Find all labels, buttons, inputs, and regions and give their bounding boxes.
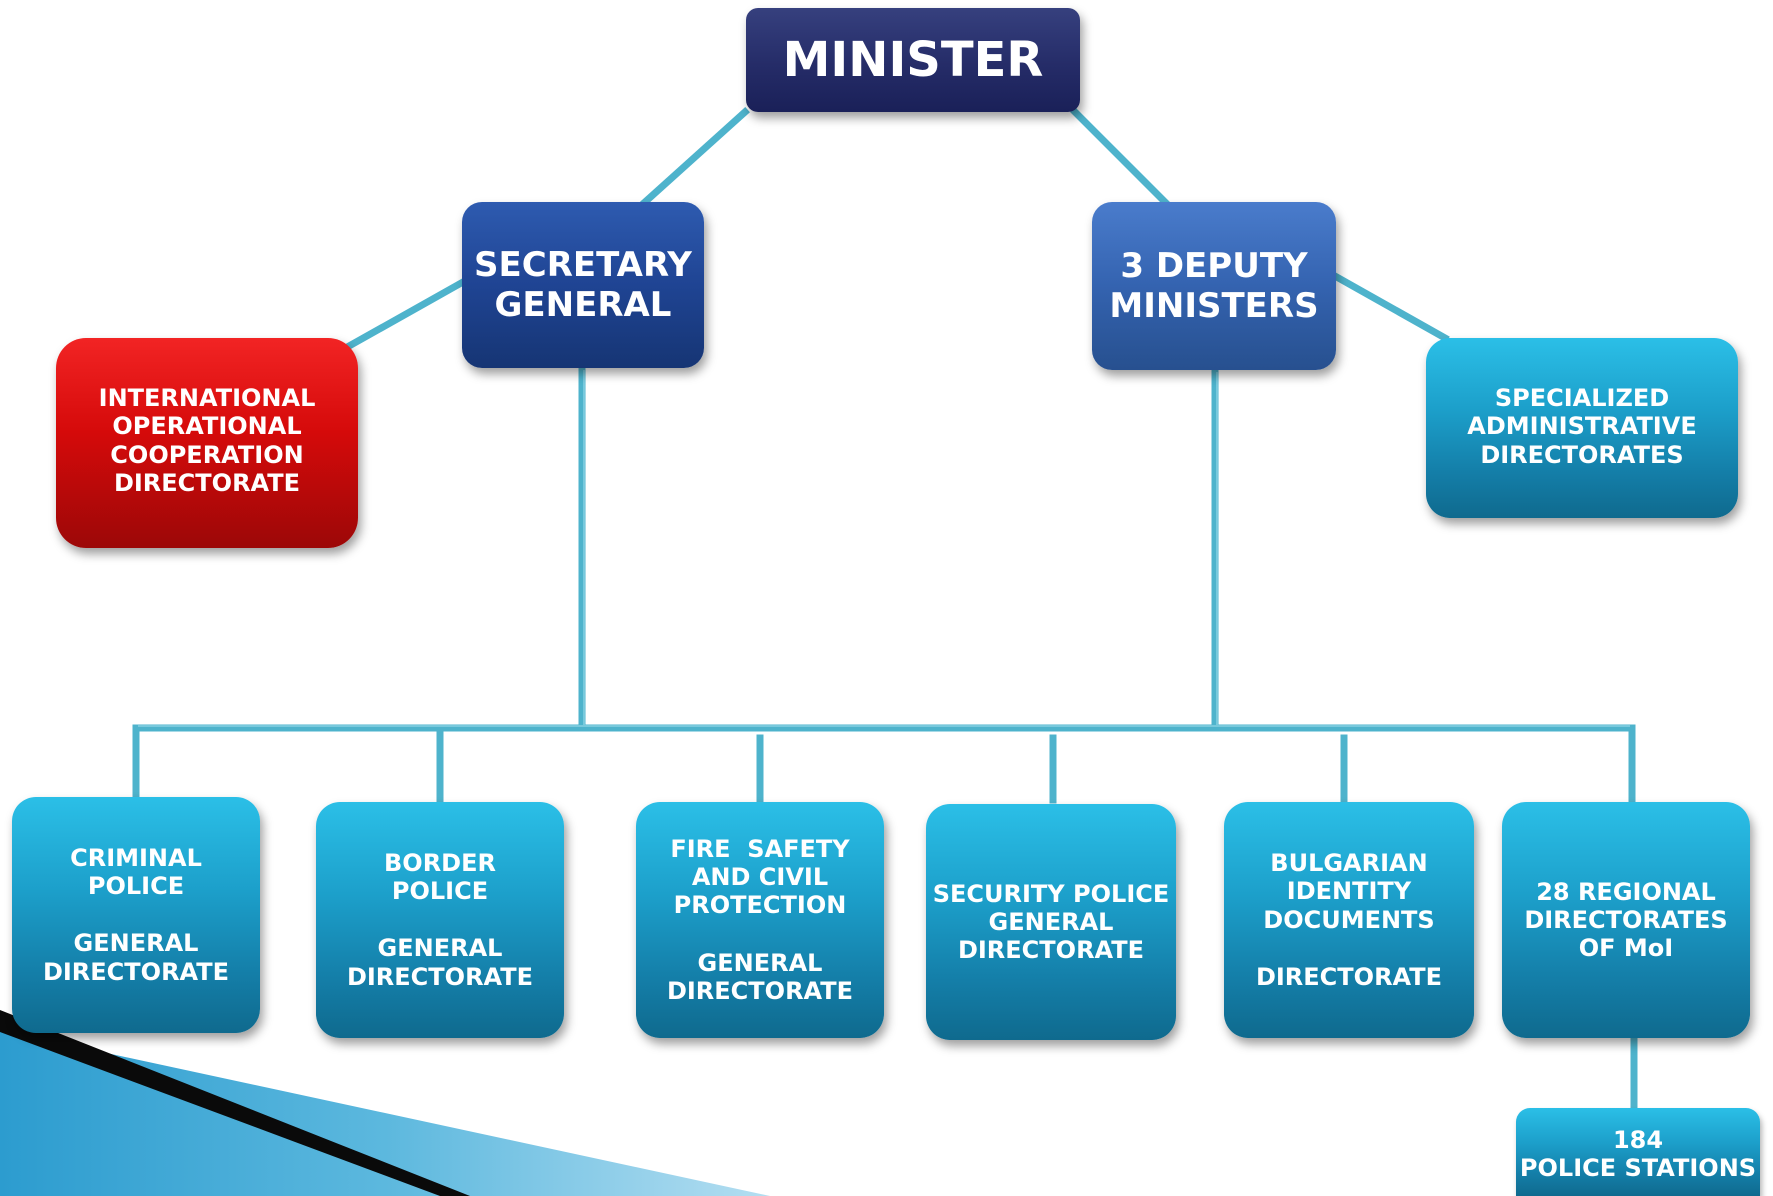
connector-secretary-international <box>337 277 468 355</box>
border-line-2: POLICE <box>391 877 489 906</box>
bulgarian-line-1: BULGARIAN <box>1270 848 1428 877</box>
international-line-1: INTERNATIONAL <box>98 384 316 412</box>
fire-line-1: FIRE SAFETY <box>670 834 850 863</box>
minister-label: MINISTER <box>782 31 1044 88</box>
criminal-line-2: POLICE <box>87 872 185 901</box>
fire-line-2: AND CIVIL <box>691 863 829 892</box>
secretary-general-line-1: SECRETARY <box>474 244 692 285</box>
international-line-3: COOPERATION <box>110 440 304 469</box>
bulgarian-line-2: IDENTITY <box>1286 877 1412 906</box>
fire-line-4: GENERAL <box>697 948 823 977</box>
police-stations-box: 184 POLICE STATIONS <box>1516 1108 1760 1196</box>
criminal-line-4: DIRECTORATE <box>42 957 230 986</box>
criminal-line-1: CRIMINAL <box>70 843 202 872</box>
international-line-4: DIRECTORATE <box>113 468 301 497</box>
connector-minister-secretary <box>640 107 750 207</box>
border-line-3: GENERAL <box>377 934 503 963</box>
specialized-admin-box: SPECIALIZED ADMINISTRATIVE DIRECTORATES <box>1426 338 1738 518</box>
regional-line-1: 28 REGIONAL <box>1536 877 1716 906</box>
bulgarian-identity-box: BULGARIAN IDENTITY DOCUMENTS DIRECTORATE <box>1224 802 1474 1038</box>
specialized-line-2: ADMINISTRATIVE <box>1467 412 1697 441</box>
police-stations-line-1: 184 <box>1612 1126 1664 1154</box>
criminal-police-box: CRIMINAL POLICE GENERAL DIRECTORATE <box>12 797 260 1033</box>
secretary-general-box: SECRETARY GENERAL <box>462 202 704 368</box>
security-line-3: DIRECTORATE <box>957 936 1145 965</box>
fire-safety-box: FIRE SAFETY AND CIVIL PROTECTION GENERAL… <box>636 802 884 1038</box>
bulgarian-line-4: DIRECTORATE <box>1255 962 1443 991</box>
deputy-ministers-line-2: MINISTERS <box>1109 286 1319 326</box>
border-police-box: BORDER POLICE GENERAL DIRECTORATE <box>316 802 564 1038</box>
bulgarian-line-3: DOCUMENTS <box>1263 905 1435 934</box>
border-line-1: BORDER <box>384 848 496 877</box>
police-stations-line-2: POLICE STATIONS <box>1519 1154 1757 1183</box>
connector-deputy-specialized <box>1330 271 1450 343</box>
specialized-line-3: DIRECTORATES <box>1480 440 1684 469</box>
regional-directorates-box: 28 REGIONAL DIRECTORATES OF MoI <box>1502 802 1750 1038</box>
deputy-ministers-box: 3 DEPUTY MINISTERS <box>1092 202 1336 370</box>
regional-line-2: DIRECTORATES <box>1524 905 1728 934</box>
secretary-general-line-2: GENERAL <box>494 285 672 325</box>
international-line-2: OPERATIONAL <box>112 412 302 441</box>
security-line-2: GENERAL <box>988 907 1114 936</box>
minister-box: MINISTER <box>746 8 1080 112</box>
fire-line-3: PROTECTION <box>673 891 847 920</box>
fire-line-5: DIRECTORATE <box>666 976 854 1005</box>
security-police-box: SECURITY POLICE GENERAL DIRECTORATE <box>926 804 1176 1040</box>
regional-line-3: OF MoI <box>1578 934 1674 963</box>
international-cooperation-box: INTERNATIONAL OPERATIONAL COOPERATION DI… <box>56 338 358 548</box>
deputy-ministers-line-1: 3 DEPUTY <box>1120 245 1308 286</box>
decorative-wedge <box>0 1010 770 1196</box>
border-line-4: DIRECTORATE <box>346 962 534 991</box>
security-line-1: SECURITY POLICE <box>932 879 1170 908</box>
connector-minister-deputy <box>1070 107 1170 207</box>
specialized-line-1: SPECIALIZED <box>1494 384 1670 412</box>
criminal-line-3: GENERAL <box>73 929 199 958</box>
